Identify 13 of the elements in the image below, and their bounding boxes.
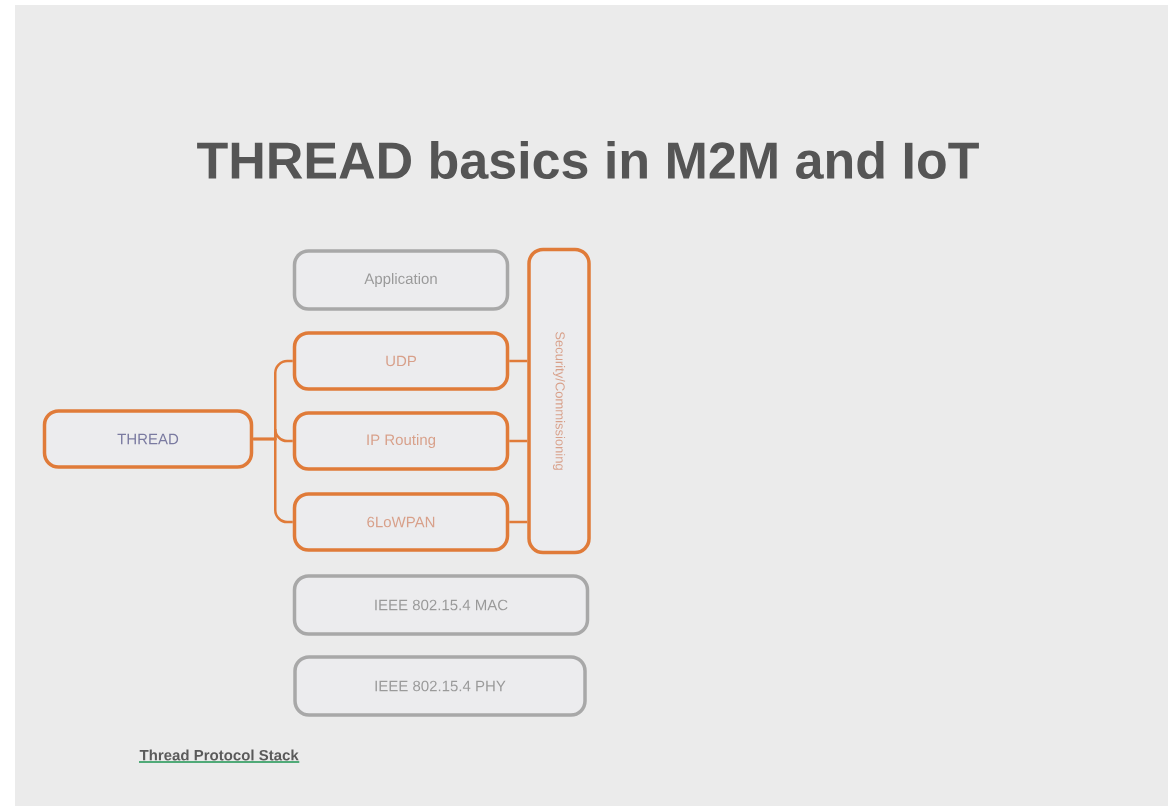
security-bar: Security/Commissioning (527, 247, 591, 555)
layer-box: UDP (292, 331, 510, 391)
title: THREAD basics in M2M and IoT (197, 140, 979, 180)
layer-box: IP Routing (292, 411, 510, 471)
layer-box: Application (292, 249, 510, 311)
protocol-box: THREAD (42, 409, 254, 469)
connector (509, 520, 528, 524)
connector (509, 439, 528, 443)
layer-box: IEEE 802.15.4 PHY (293, 655, 587, 717)
connector (509, 359, 528, 363)
caption: Thread Protocol Stack (139, 749, 299, 761)
layer-box: IEEE 802.15.4 MAC (292, 574, 590, 636)
layer-box: 6LoWPAN (292, 492, 510, 552)
